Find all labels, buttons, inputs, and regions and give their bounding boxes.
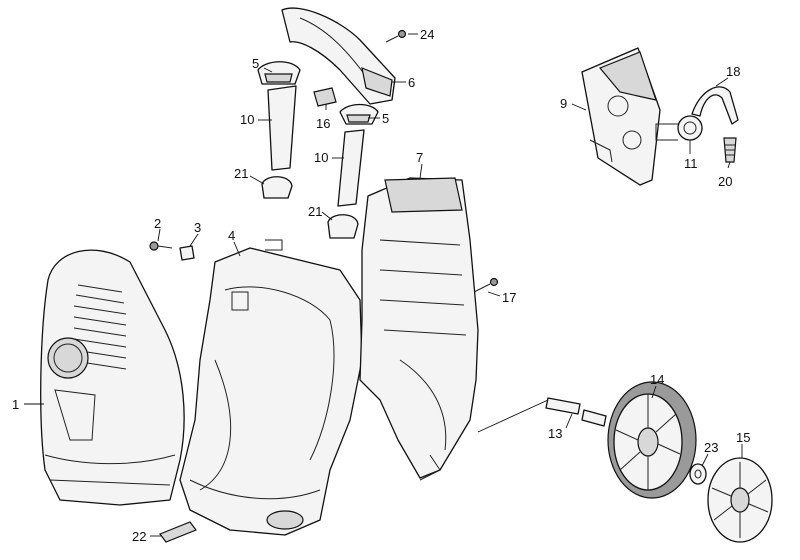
part-23-washer bbox=[689, 463, 707, 485]
part-7-rear-frame bbox=[359, 177, 479, 481]
callout-10-right: 10 bbox=[314, 150, 328, 165]
callout-20: 20 bbox=[718, 174, 732, 189]
callout-7: 7 bbox=[416, 150, 423, 165]
callout-21-left: 21 bbox=[234, 166, 248, 181]
callout-22: 22 bbox=[132, 529, 146, 544]
callout-6: 6 bbox=[408, 75, 415, 90]
part-5-bushing-upper bbox=[257, 61, 301, 85]
part-16-bracket bbox=[313, 87, 337, 107]
callout-11: 11 bbox=[684, 156, 698, 171]
callout-4: 4 bbox=[228, 228, 235, 243]
part-6-handle bbox=[281, 7, 396, 105]
callout-23: 23 bbox=[704, 440, 718, 455]
part-21-holder-left bbox=[261, 176, 293, 199]
callout-15: 15 bbox=[736, 430, 750, 445]
part-3-clip bbox=[179, 245, 195, 261]
callout-17: 17 bbox=[502, 290, 516, 305]
part-2-screw bbox=[149, 241, 173, 251]
part-21-holder-right bbox=[327, 214, 359, 239]
part-1-front-cover bbox=[40, 249, 185, 506]
part-10-tube-right bbox=[337, 129, 365, 207]
callout-21-right: 21 bbox=[308, 204, 322, 219]
callout-5-upper: 5 bbox=[252, 56, 259, 71]
callout-5-lower: 5 bbox=[382, 111, 389, 126]
part-5-bushing-lower bbox=[339, 103, 379, 125]
part-24-screw bbox=[385, 29, 407, 43]
part-11-connector bbox=[655, 115, 703, 141]
callout-1: 1 bbox=[12, 397, 19, 412]
callout-3: 3 bbox=[194, 220, 201, 235]
part-10-tube-left bbox=[267, 85, 297, 171]
part-20-fitting bbox=[723, 137, 737, 163]
part-22-foot bbox=[159, 521, 197, 543]
part-15-hubcap bbox=[707, 457, 773, 543]
part-17-screw bbox=[473, 277, 499, 293]
part-9-mounting-plate bbox=[581, 47, 661, 186]
part-14-wheel bbox=[607, 381, 697, 499]
callout-14: 14 bbox=[650, 372, 664, 387]
part-13-axle bbox=[477, 397, 607, 433]
callouts: 1 2 3 4 5 5 6 7 9 10 10 11 13 14 15 16 1 bbox=[12, 27, 750, 544]
callout-10-left: 10 bbox=[240, 112, 254, 127]
part-4-main-housing bbox=[179, 239, 363, 536]
callout-13: 13 bbox=[548, 426, 562, 441]
part-18-hose bbox=[691, 86, 739, 125]
callout-2: 2 bbox=[154, 216, 161, 231]
callout-24: 24 bbox=[420, 27, 434, 42]
callout-9: 9 bbox=[560, 96, 567, 111]
callout-16: 16 bbox=[316, 116, 330, 131]
callout-18: 18 bbox=[726, 64, 740, 79]
